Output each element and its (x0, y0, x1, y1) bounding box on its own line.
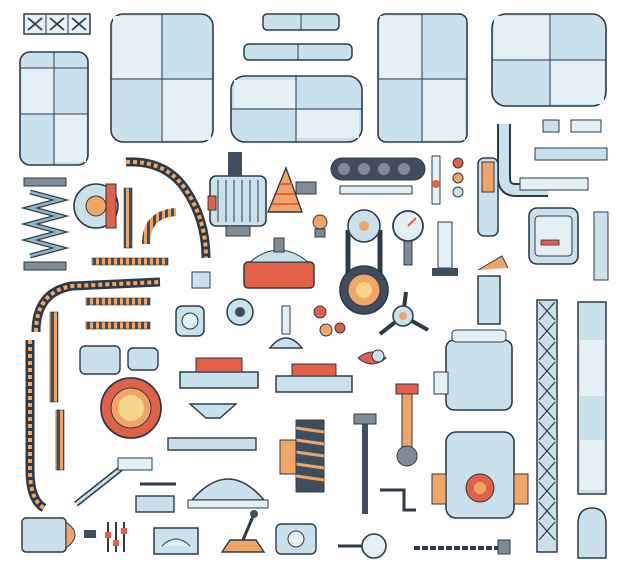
pipe-icon (497, 124, 548, 197)
riveted-panel-square-3 (491, 13, 607, 107)
riveted-strip-set (519, 119, 608, 191)
rotary-pump-icon (175, 271, 254, 337)
chain-strips (25, 157, 211, 512)
flywheel-icon (339, 209, 389, 315)
bracket-shelf-icon (167, 403, 257, 451)
gear-bearing-icon (73, 183, 119, 229)
hydrant-pump-icon (431, 329, 529, 519)
propeller-icon (357, 349, 387, 365)
riveted-column (577, 301, 607, 495)
riveted-panel-wide (230, 75, 363, 143)
riveted-panel-tall-left (19, 51, 89, 166)
capsule-tank-icon (477, 157, 499, 237)
flange-small-icon (79, 345, 159, 375)
flange-bottom-icon (275, 523, 317, 555)
mini-motor-icon (21, 517, 96, 553)
riveted-strip-vertical (593, 211, 609, 281)
pressure-gauge-icon (392, 210, 424, 266)
pump-column-icon (432, 221, 458, 276)
lever-icon (220, 510, 266, 553)
belt-conveyor-icon (330, 157, 426, 195)
press-block-2 (275, 363, 353, 393)
porthole-icon (100, 377, 162, 439)
screw-drive-icon (279, 419, 325, 493)
tri-spoke-icon (378, 291, 429, 336)
crane-truss-icon (536, 299, 558, 553)
valve-icon (135, 482, 176, 513)
crank-icon (380, 488, 416, 512)
riveted-panel-slim-2 (243, 43, 353, 61)
screw-shaft-icon (353, 413, 377, 514)
valve-dome-icon (243, 237, 315, 289)
riveted-panel-square-1 (110, 13, 214, 143)
riveted-panel-square-2 (377, 13, 468, 143)
fan-gear-icon (266, 166, 317, 213)
hatch-door-icon (528, 207, 579, 265)
chain-icon (414, 539, 511, 555)
meter-box-icon (153, 527, 199, 555)
small-gears-icon (313, 305, 346, 337)
riveted-arch-panel (577, 507, 607, 559)
lamp-icon (312, 214, 328, 238)
cylinder-post-icon (431, 155, 441, 205)
switch-bank-icon (105, 522, 127, 552)
electric-motor-icon (207, 152, 267, 237)
plunger-icon (268, 305, 304, 349)
small-gauge-icon (338, 533, 387, 559)
lever-arm-icon (74, 457, 153, 507)
riveted-panel-small-xxx (23, 13, 91, 35)
spring-icon (20, 177, 70, 271)
hinge-bracket-icon (477, 255, 509, 325)
press-block-1 (179, 357, 259, 389)
dome-cover-icon (187, 478, 269, 509)
riveted-panel-slim-1 (262, 13, 340, 31)
coil-shaft-icon (395, 383, 419, 467)
gear-icon (452, 157, 464, 198)
